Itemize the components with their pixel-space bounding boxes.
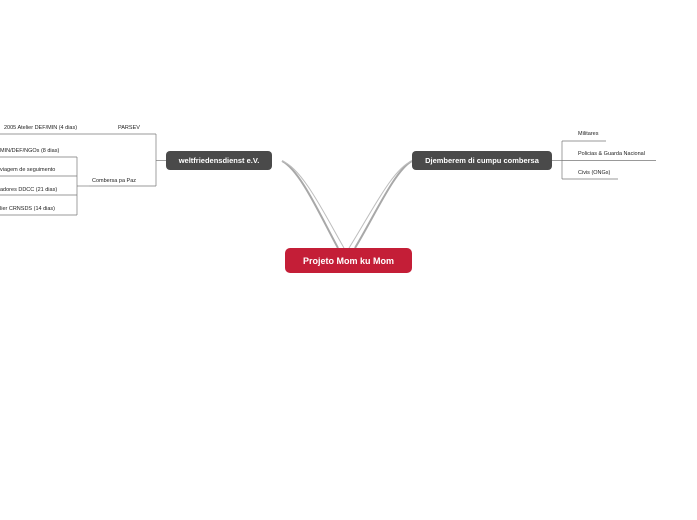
subtopic-civis-ongs[interactable]: Civis (ONGs) [578,170,611,176]
leaf-formadores-ddcc[interactable]: adores DDCC (21 dias) [0,187,58,193]
connector-root-left [281,160,339,249]
root-node[interactable]: Projeto Mom ku Mom [285,248,412,273]
subtopic-parsev[interactable]: PARSEV [118,125,140,131]
left-branch-lines [0,133,166,216]
root-label: Projeto Mom ku Mom [302,255,394,266]
leaf-min-def-ngos[interactable]: MIN/DEF/NGOs (8 dias) [0,148,60,154]
leaf-atelier-crnsds[interactable]: lier CRNSDS (14 dias) [0,206,56,212]
right-branch-lines [552,140,656,180]
topic-label: weltfriedensdienst e.V. [178,156,260,165]
connector-root-left-edge [281,160,345,249]
topic-djemberem[interactable]: Djemberem di cumpu combersa [412,151,552,170]
subtopic-policias-guarda[interactable]: Policias & Guarda Nacional [578,151,645,157]
connector-root-right-edge [348,160,413,249]
topic-weltfriedensdienst[interactable]: weltfriedensdienst e.V. [166,151,272,170]
leaf-atelier-def-min[interactable]: 2005 Atelier DEF/MIN (4 dias) [4,125,78,131]
leaf-viagem-seguimento[interactable]: viagem de seguimento [0,167,56,173]
subtopic-militares[interactable]: Militares [578,131,599,137]
connector-root-right [354,160,413,249]
topic-label: Djemberem di cumpu combersa [425,156,539,165]
subtopic-combersa-pa-paz[interactable]: Combersa pa Paz [92,178,137,184]
